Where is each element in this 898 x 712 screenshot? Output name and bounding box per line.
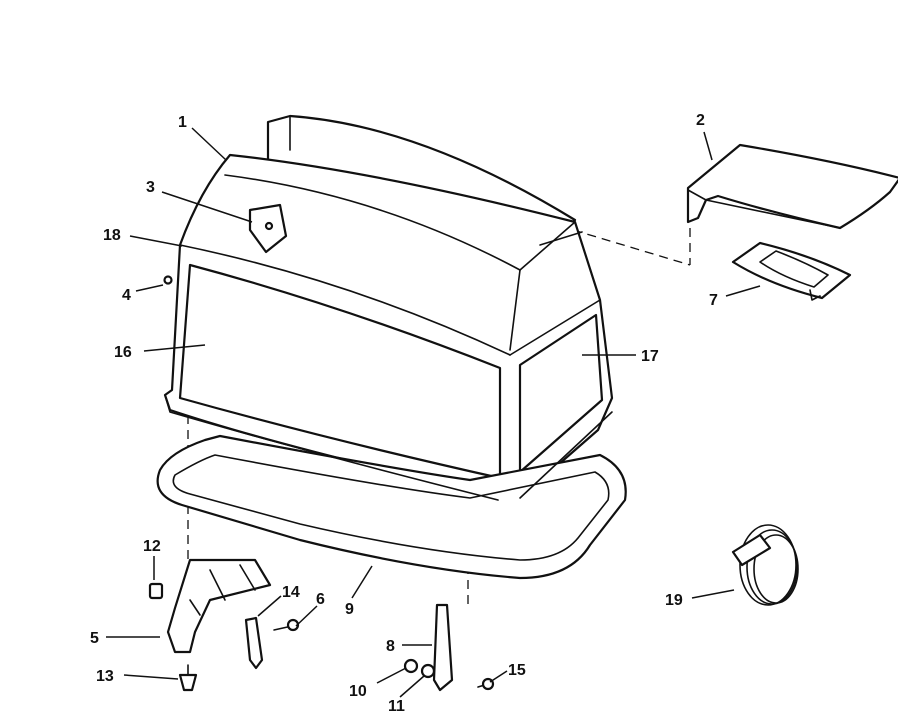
callout-7: 7 <box>709 292 718 309</box>
nut <box>403 658 419 674</box>
callout-9: 9 <box>345 601 354 618</box>
callout-1: 1 <box>178 114 187 131</box>
cable-coil <box>731 524 799 606</box>
callout-3: 3 <box>146 179 155 196</box>
callout-15: 15 <box>508 662 526 679</box>
callout-11: 11 <box>388 698 405 712</box>
latch-rod <box>432 603 454 692</box>
callout-12: 12 <box>143 538 161 555</box>
callout-2: 2 <box>696 112 705 129</box>
callout-10: 10 <box>349 683 367 700</box>
callout-labels: 1 2 3 18 4 16 17 7 12 5 13 14 6 9 8 10 1… <box>90 112 718 712</box>
square-nut <box>148 582 164 600</box>
callout-18: 18 <box>103 227 121 244</box>
callout-5: 5 <box>90 630 99 647</box>
callout-17: 17 <box>641 348 659 365</box>
cover-gasket <box>731 241 852 301</box>
callout-4: 4 <box>122 287 131 304</box>
callout-16: 16 <box>114 344 132 361</box>
cowl-bottom-rim <box>164 394 613 501</box>
screw-6 <box>273 618 300 632</box>
washer <box>420 663 436 679</box>
side-decal-panel-right <box>518 313 604 474</box>
callout-14: 14 <box>282 584 300 601</box>
callout-19: 19 <box>665 592 683 609</box>
latch-bracket <box>166 558 272 654</box>
rubber-bumper <box>178 664 198 692</box>
screw-15 <box>477 677 495 691</box>
label-plate <box>248 203 288 254</box>
callout-13: 13 <box>96 668 114 685</box>
strap <box>244 616 264 670</box>
callout-6: 6 <box>316 591 325 608</box>
rear-cover <box>686 143 898 230</box>
callout-8: 8 <box>386 638 395 655</box>
leader-lines <box>106 127 761 698</box>
screw-4 <box>163 275 173 285</box>
lower-seal <box>156 434 627 580</box>
